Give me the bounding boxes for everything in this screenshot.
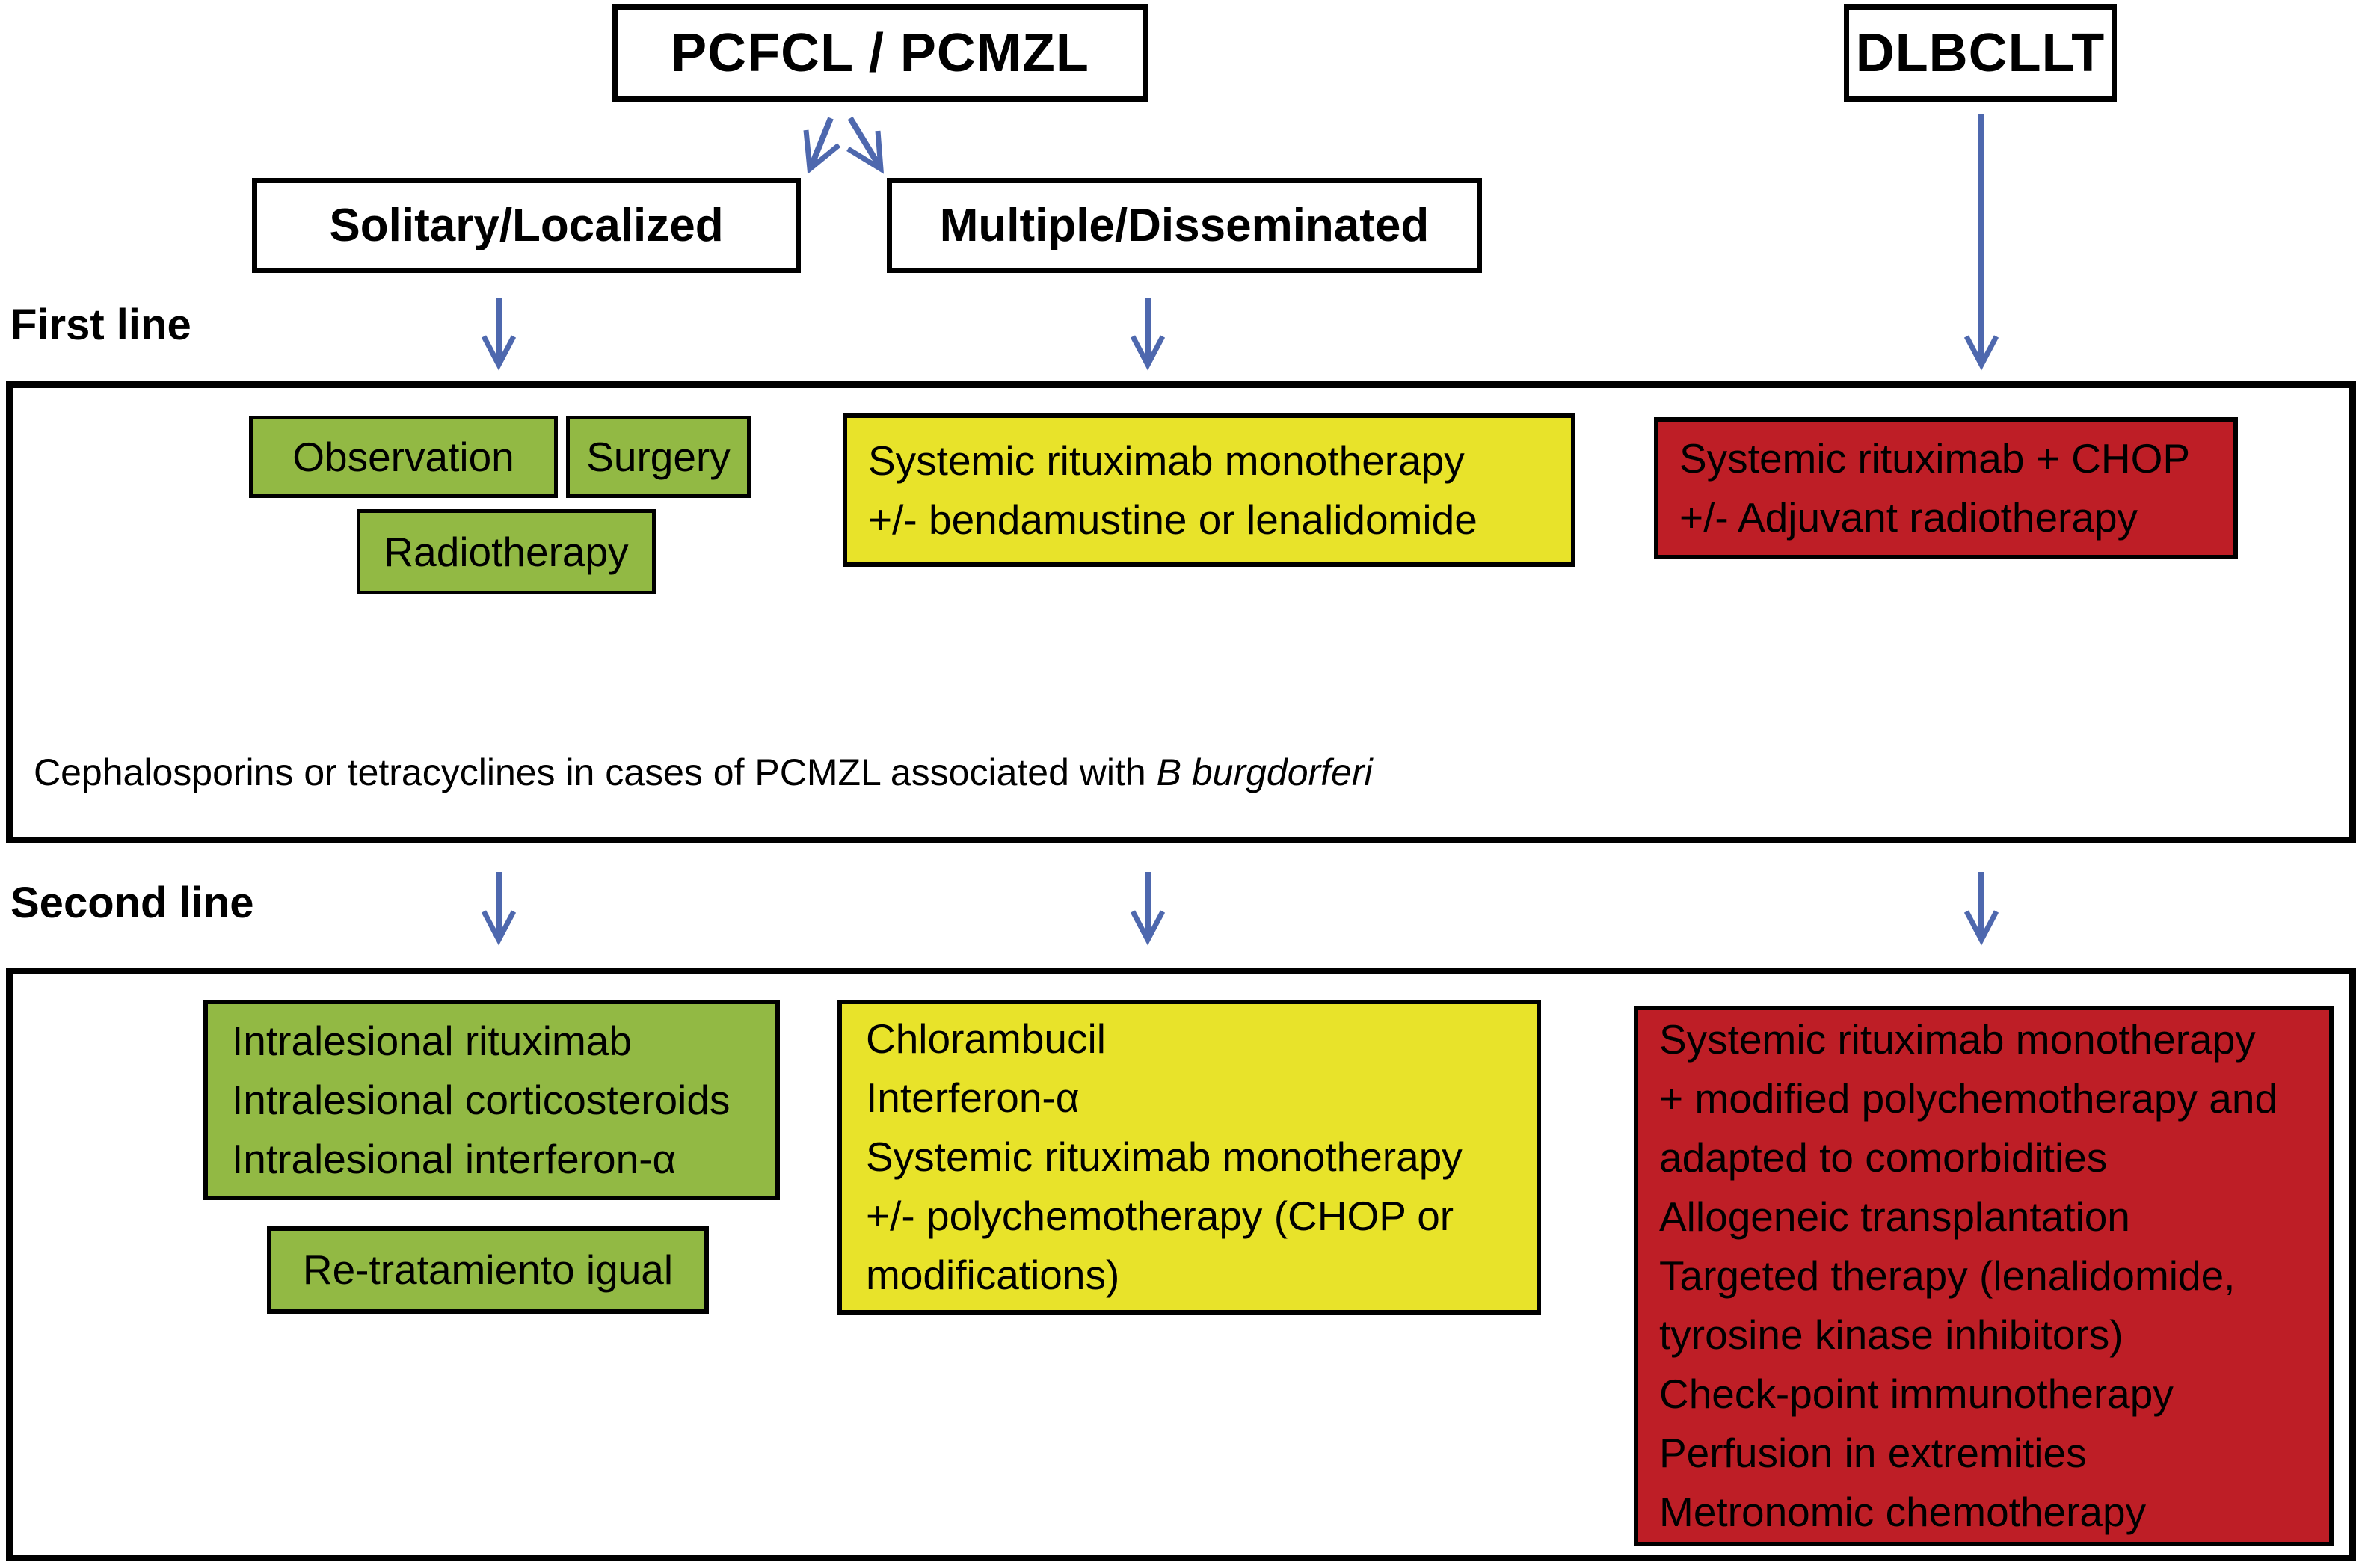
first-line-multiple-treatment-box: Systemic rituximab monotherapy +/- benda… (843, 413, 1575, 567)
second-line-multiple-treatment-box: Chlorambucil Interferon-α Systemic ritux… (837, 1000, 1541, 1315)
first-line-multiple-treatment-text: Systemic rituximab monotherapy +/- benda… (868, 437, 1477, 543)
first-line-surgery-box: Surgery (566, 416, 751, 498)
observation-label: Observation (292, 433, 514, 480)
borrelia-note: Cephalosporins or tetracyclines in cases… (34, 751, 1373, 793)
first-line-container (6, 381, 2356, 843)
arrow-multiple-to-first-line (1130, 298, 1166, 371)
first-line-observation-box: Observation (249, 416, 558, 498)
node-pcfcl-pcmzl: PCFCL / PCMZL (612, 4, 1148, 102)
surgery-label: Surgery (586, 433, 731, 480)
second-line-retreat-box: Re-tratamiento igual (267, 1226, 709, 1314)
node-multiple-label: Multiple/Disseminated (939, 200, 1430, 251)
second-line-retreat-text: Re-tratamiento igual (302, 1246, 674, 1293)
node-solitary-label: Solitary/Localized (329, 200, 724, 251)
arrow-multiple-to-second-line (1130, 872, 1166, 946)
borrelia-note-text: Cephalosporins or tetracyclines in cases… (34, 751, 1157, 793)
second-line-container (6, 968, 2356, 1561)
second-line-label: Second line (10, 879, 254, 927)
second-line-solitary-treatment-box: Intralesional rituximab Intralesional co… (203, 1000, 780, 1200)
arrow-solitary-to-second-line (481, 872, 517, 946)
node-dlbcllt-label: DLBCLLT (1855, 23, 2106, 83)
first-line-radiotherapy-box: Radiotherapy (357, 509, 656, 594)
arrow-pcfcl-to-solitary (803, 117, 841, 174)
node-dlbcllt: DLBCLLT (1844, 4, 2117, 102)
node-pcfcl-pcmzl-label: PCFCL / PCMZL (671, 23, 1089, 83)
borrelia-note-species: B burgdorferi (1156, 751, 1373, 793)
second-line-solitary-treatment-text: Intralesional rituximab Intralesional co… (232, 1017, 731, 1182)
first-line-dlbcllt-treatment-box: Systemic rituximab + CHOP +/- Adjuvant r… (1654, 417, 2238, 559)
arrow-dlbcllt-to-second-line (1963, 872, 1999, 946)
first-line-label: First line (10, 301, 191, 349)
node-multiple-disseminated: Multiple/Disseminated (887, 178, 1482, 273)
arrow-dlbcllt-to-first-line (1963, 114, 1999, 371)
first-line-dlbcllt-treatment-text: Systemic rituximab + CHOP +/- Adjuvant r… (1679, 435, 2191, 541)
second-line-dlbcllt-treatment-text: Systemic rituximab monotherapy + modifie… (1659, 1016, 2278, 1535)
second-line-dlbcllt-treatment-box: Systemic rituximab monotherapy + modifie… (1634, 1006, 2334, 1546)
arrow-pcfcl-to-multiple (846, 116, 885, 174)
node-solitary-localized: Solitary/Localized (252, 178, 801, 273)
radiotherapy-label: Radiotherapy (384, 528, 629, 575)
second-line-multiple-treatment-text: Chlorambucil Interferon-α Systemic ritux… (866, 1015, 1463, 1298)
arrow-solitary-to-first-line (481, 298, 517, 371)
